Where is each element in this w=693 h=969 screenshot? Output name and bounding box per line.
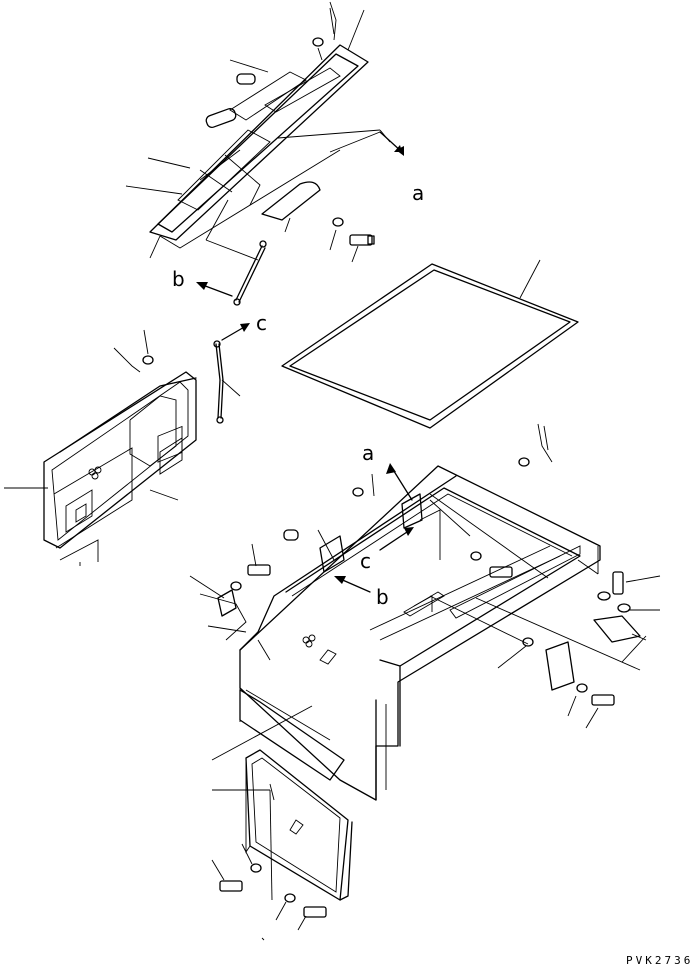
- top-cover-panel: [149, 44, 369, 249]
- arrow-a-mid: [386, 463, 413, 501]
- callout-c-top: c: [256, 311, 267, 335]
- arrow-b-top: [196, 282, 233, 297]
- hardware-side-door: [4, 329, 179, 566]
- drawing-code: PVK2736: [626, 954, 693, 967]
- callout-c-mid: c: [360, 549, 371, 573]
- cover-decal: [289, 819, 304, 835]
- arrow-a-top: [379, 131, 404, 156]
- pin: [236, 73, 256, 85]
- latch-bracket: [217, 493, 423, 617]
- leader-lines-top: [125, 9, 391, 263]
- hardware-mid: [230, 423, 553, 647]
- body-emblem: [302, 634, 316, 648]
- gas-spring: [233, 240, 267, 306]
- arrow-b-mid: [334, 576, 371, 593]
- door-emblem: [88, 466, 102, 480]
- door-rod: [213, 340, 241, 424]
- gasket-seal: [281, 259, 579, 429]
- callout-b-mid: b: [376, 585, 389, 609]
- hardware-right: [497, 571, 661, 729]
- callout-b-top: b: [172, 267, 185, 291]
- leader-lines-mid: [189, 493, 641, 791]
- callout-a-mid: a: [362, 441, 374, 465]
- side-door: [43, 371, 197, 549]
- arrow-c-mid: [379, 527, 414, 551]
- hood-handle: [261, 181, 321, 221]
- body-decal: [319, 649, 337, 665]
- hardware-bottom: [211, 843, 327, 941]
- hardware-top: [236, 1, 375, 246]
- arrow-c-top: [221, 323, 250, 341]
- callout-a-top: a: [412, 181, 424, 205]
